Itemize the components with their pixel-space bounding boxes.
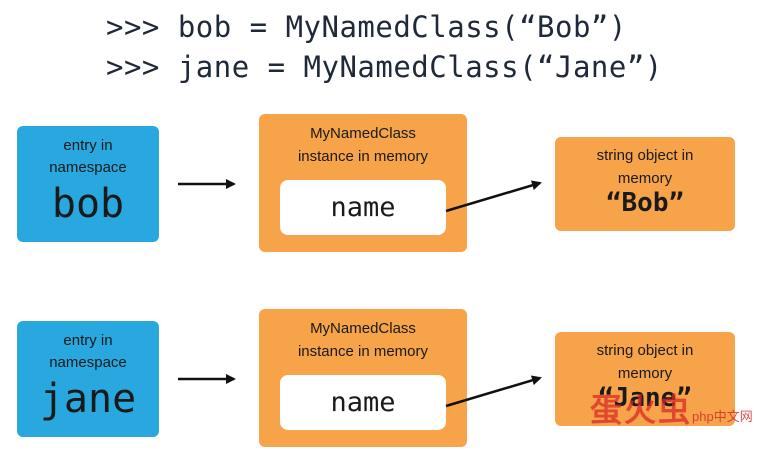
instance-box-bob: MyNamedClass instance in memory name: [259, 114, 467, 252]
string-caption: string object in memory: [596, 342, 694, 382]
string-value: “Jane”: [598, 383, 692, 413]
instance-caption: MyNamedClass instance in memory: [259, 317, 467, 363]
namespace-caption: entry in namespace: [49, 137, 127, 176]
arrow-name-to-string-jane: [445, 375, 542, 408]
code-line-2: >>> jane = MyNamedClass(“Jane”): [106, 50, 663, 84]
instance-class-name: MyNamedClass: [310, 320, 416, 337]
namespace-name: jane: [39, 376, 137, 422]
instance-class-name: MyNamedClass: [310, 125, 416, 142]
string-object-bob: string object in memory “Bob”: [555, 137, 735, 231]
namespace-caption: entry in namespace: [49, 332, 127, 371]
namespace-entry-bob: entry in namespace bob: [17, 126, 159, 242]
instance-caption-detail: instance in memory: [297, 148, 429, 165]
attribute-name-box: name: [280, 375, 446, 430]
instance-caption-detail: instance in memory: [297, 343, 429, 360]
watermark-text: 蛋火虫: [590, 392, 693, 428]
watermark-small: php中文网: [692, 409, 753, 424]
watermark-logo: 蛋火虫php中文网: [590, 385, 753, 431]
instance-caption: MyNamedClass instance in memory: [259, 122, 467, 168]
namespace-name: bob: [51, 181, 125, 227]
arrow-name-to-string-bob: [445, 180, 542, 213]
string-caption: string object in memory: [596, 147, 694, 187]
instance-box-jane: MyNamedClass instance in memory name: [259, 309, 467, 447]
attribute-name-box: name: [280, 180, 446, 235]
namespace-entry-jane: entry in namespace jane: [17, 321, 159, 437]
string-object-jane: string object in memory “Jane”: [555, 332, 735, 426]
string-value: “Bob”: [605, 188, 685, 218]
code-line-1: >>> bob = MyNamedClass(“Bob”): [106, 10, 627, 44]
